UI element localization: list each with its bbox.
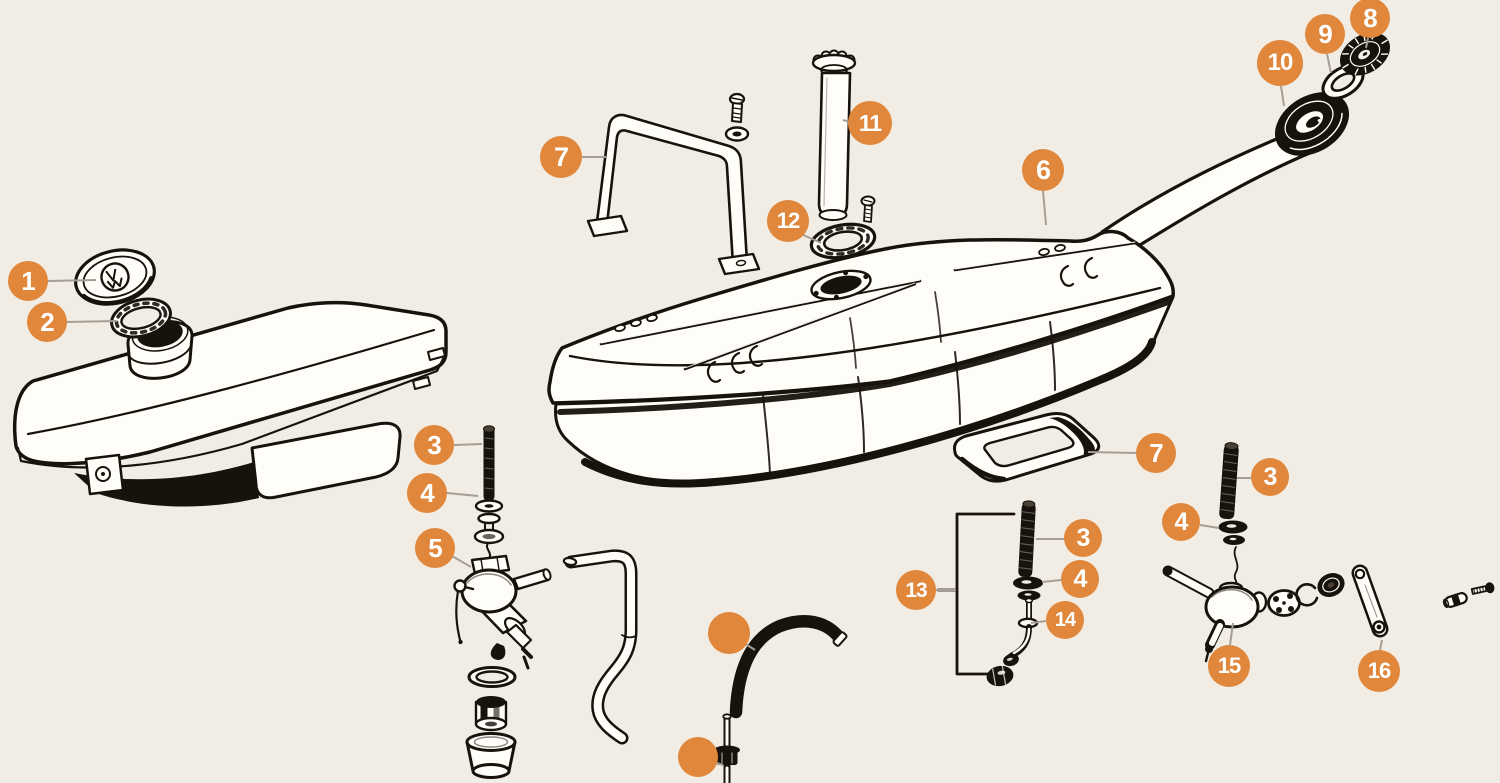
- main-tank-drawing: [547, 131, 1314, 488]
- part-badge-5[interactable]: 5: [415, 528, 455, 568]
- fuel-tap-left-drawing: [453, 425, 638, 779]
- part-badge-1[interactable]: 1: [8, 261, 48, 301]
- part-badge-3[interactable]: 3: [1064, 519, 1102, 557]
- part-badge-blank[interactable]: [678, 737, 718, 777]
- part-badge-6[interactable]: 6: [1022, 149, 1064, 191]
- part-badge-10[interactable]: 10: [1257, 40, 1303, 86]
- filler-cap-drawing: [1339, 32, 1391, 76]
- part-badge-8[interactable]: 8: [1350, 0, 1390, 38]
- part-badge-12[interactable]: 12: [767, 200, 809, 242]
- part-badge-15[interactable]: 15: [1208, 645, 1250, 687]
- part-badge-4[interactable]: 4: [1061, 560, 1099, 598]
- part-badge-7[interactable]: 7: [1136, 433, 1176, 473]
- part-badge-blank[interactable]: [708, 612, 750, 654]
- part-badge-3[interactable]: 3: [1251, 458, 1289, 496]
- part-badge-13[interactable]: 13: [896, 570, 936, 610]
- fuel-cap-drawing: [74, 248, 156, 306]
- part-badge-9[interactable]: 9: [1305, 14, 1345, 54]
- fuel-hose-drawing: [714, 614, 848, 783]
- part-badge-16[interactable]: 16: [1358, 650, 1400, 692]
- part-badge-7[interactable]: 7: [540, 136, 582, 178]
- filler-flange-drawing: [1274, 92, 1350, 156]
- front-tank-drawing: [12, 300, 448, 507]
- part-badge-2[interactable]: 2: [27, 302, 67, 342]
- part-badge-14[interactable]: 14: [1046, 601, 1084, 639]
- part-badge-11[interactable]: 11: [848, 101, 892, 145]
- part-badge-4[interactable]: 4: [1162, 503, 1200, 541]
- tank-strap-drawing: [586, 92, 761, 276]
- sender-gasket-drawing: [809, 222, 877, 260]
- cap-seal-drawing: [110, 297, 172, 339]
- fuel-tap-right-drawing: [1162, 442, 1495, 663]
- drain-group-drawing: [936, 500, 1043, 687]
- part-badge-3[interactable]: 3: [414, 425, 454, 465]
- strap-pad-drawing: [953, 412, 1101, 483]
- part-badge-4[interactable]: 4: [407, 473, 447, 513]
- sender-tube-drawing: [811, 49, 876, 223]
